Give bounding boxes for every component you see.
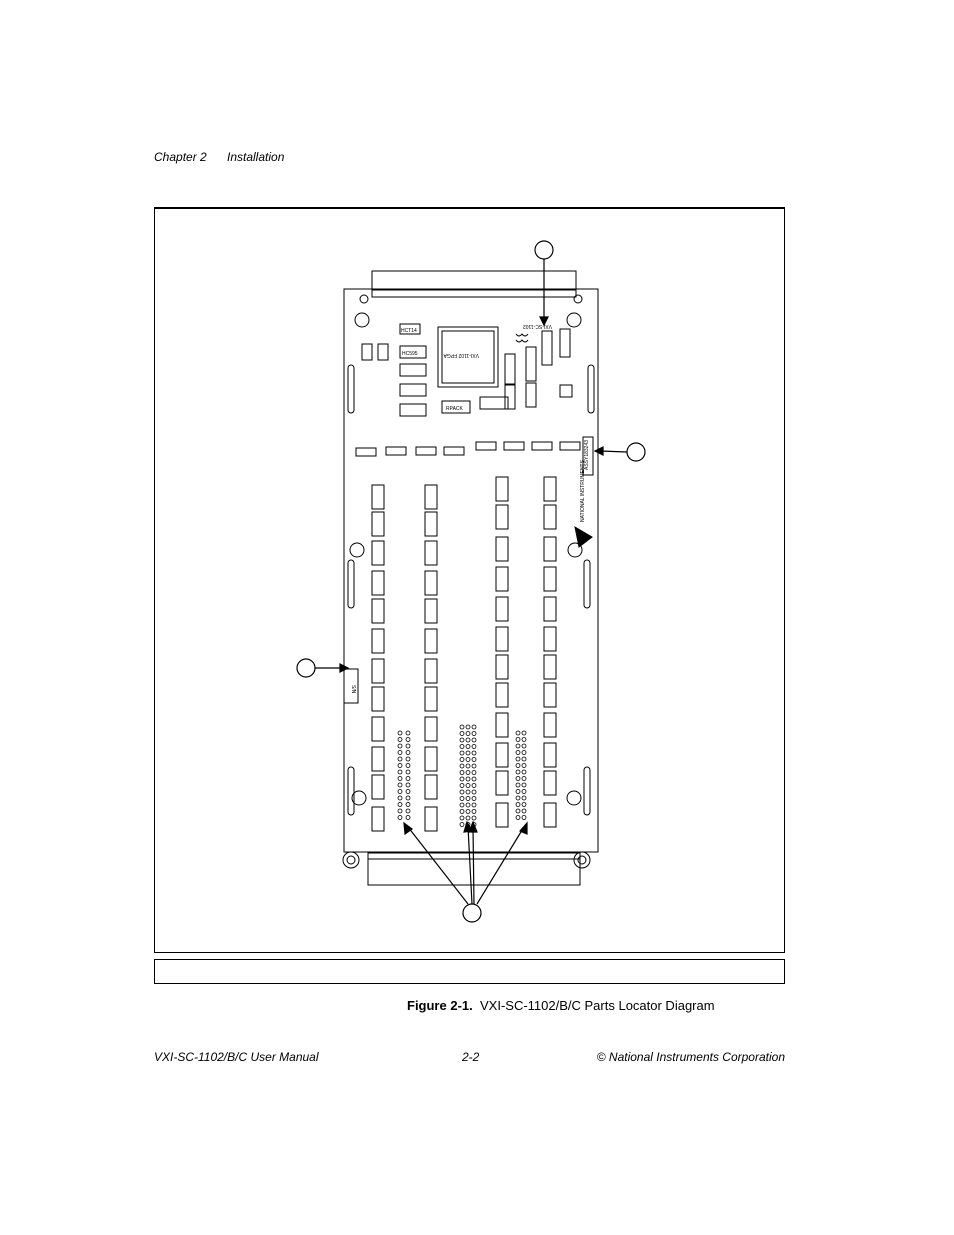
hct14-chip [399,323,421,335]
chip-col2-9 [424,716,438,742]
hc595-chip-1 [399,345,427,359]
chip-col1-1 [371,484,385,510]
serial-number-box [343,668,359,704]
assy-text: ASSY183243 [584,440,590,470]
chip-col2-7 [424,658,438,684]
chip-col4-12 [543,802,557,828]
chip-col2-6 [424,628,438,654]
header-chapter: Chapter 2 [154,150,207,164]
chip-col4-9 [543,712,557,738]
chip-col1-2 [371,511,385,537]
fpga-chip [437,326,499,388]
callout-1 [534,240,554,260]
chip-col4-2 [543,504,557,530]
figure-frame [154,207,785,953]
chip-col4-1 [543,476,557,502]
chip-col4-10 [543,742,557,768]
chip-col4-8 [543,682,557,708]
chip-col2-1 [424,484,438,510]
chip-col1-3 [371,540,385,566]
rpack-2 [479,396,509,410]
chip-col3-4 [495,566,509,592]
callout-4 [462,903,482,923]
chip-col2-12 [424,806,438,832]
chip-col2-4 [424,570,438,596]
figure-title: VXI-SC-1102/B/C Parts Locator Diagram [479,998,715,1013]
chip-col2-8 [424,686,438,712]
hct14-label: HCT14 [401,328,417,334]
hc595-chip-3 [399,383,427,397]
chip-col3-8 [495,682,509,708]
chip-col1-5 [371,598,385,624]
chip-col3-9 [495,712,509,738]
footer-page-number: 2-2 [462,1050,480,1064]
chip-col1-8 [371,686,385,712]
chip-col3-11 [495,770,509,796]
chip-col3-7 [495,654,509,680]
callout-2 [626,442,646,462]
figure-caption: Figure 2-1. VXI-SC-1102/B/C Parts Locato… [407,998,715,1013]
board-name-label: VXI-SC-1102 [523,323,552,329]
chip-col2-10 [424,746,438,772]
chip-col3-12 [495,802,509,828]
chip-col2-11 [424,774,438,800]
footer-manual: VXI-SC-1102/B/C User Manual [154,1050,319,1064]
rpack-label: RPACK [446,406,464,412]
header-section: Installation [227,150,285,164]
hc595-chip-4 [399,403,427,417]
chip-col4-11 [543,770,557,796]
chip-col1-10 [371,746,385,772]
assy-label [582,436,594,476]
chip-col2-2 [424,511,438,537]
chip-col1-11 [371,774,385,800]
chip-col4-5 [543,596,557,622]
ni-logo-icon [574,526,593,548]
chip-col1-9 [371,716,385,742]
top-connector [371,270,577,298]
callout-3 [296,658,316,678]
figure-legend-box [154,959,785,984]
chip-col2-3 [424,540,438,566]
chip-col4-4 [543,566,557,592]
chip-col1-7 [371,658,385,684]
figure-label: Figure 2-1. [407,998,473,1013]
chip-col3-2 [495,504,509,530]
chip-col2-5 [424,598,438,624]
chip-col3-10 [495,742,509,768]
hc595-chip-2 [399,363,427,377]
rpack-1 [441,400,471,414]
chip-col4-3 [543,536,557,562]
chip-col3-6 [495,626,509,652]
ni-logo-text: NATIONAL INSTRUMENTS [580,459,586,522]
chip-col3-1 [495,476,509,502]
board-outline [343,288,599,853]
chip-col1-12 [371,806,385,832]
hc595-label: HC595 [402,351,418,357]
chip-col4-7 [543,654,557,680]
footer-copyright: © National Instruments Corporation [596,1050,785,1064]
chip-col4-6 [543,626,557,652]
chip-col1-6 [371,628,385,654]
fpga-label: VXI-1102 FPGA [443,352,479,358]
chip-col1-4 [371,570,385,596]
serial-number-label: S/N [350,685,356,694]
chip-col3-5 [495,596,509,622]
chip-col3-3 [495,536,509,562]
parts-locator-diagram: VXI-1102 FPGA VXI-SC-1102 HCT14 HC595 RP… [296,240,646,923]
